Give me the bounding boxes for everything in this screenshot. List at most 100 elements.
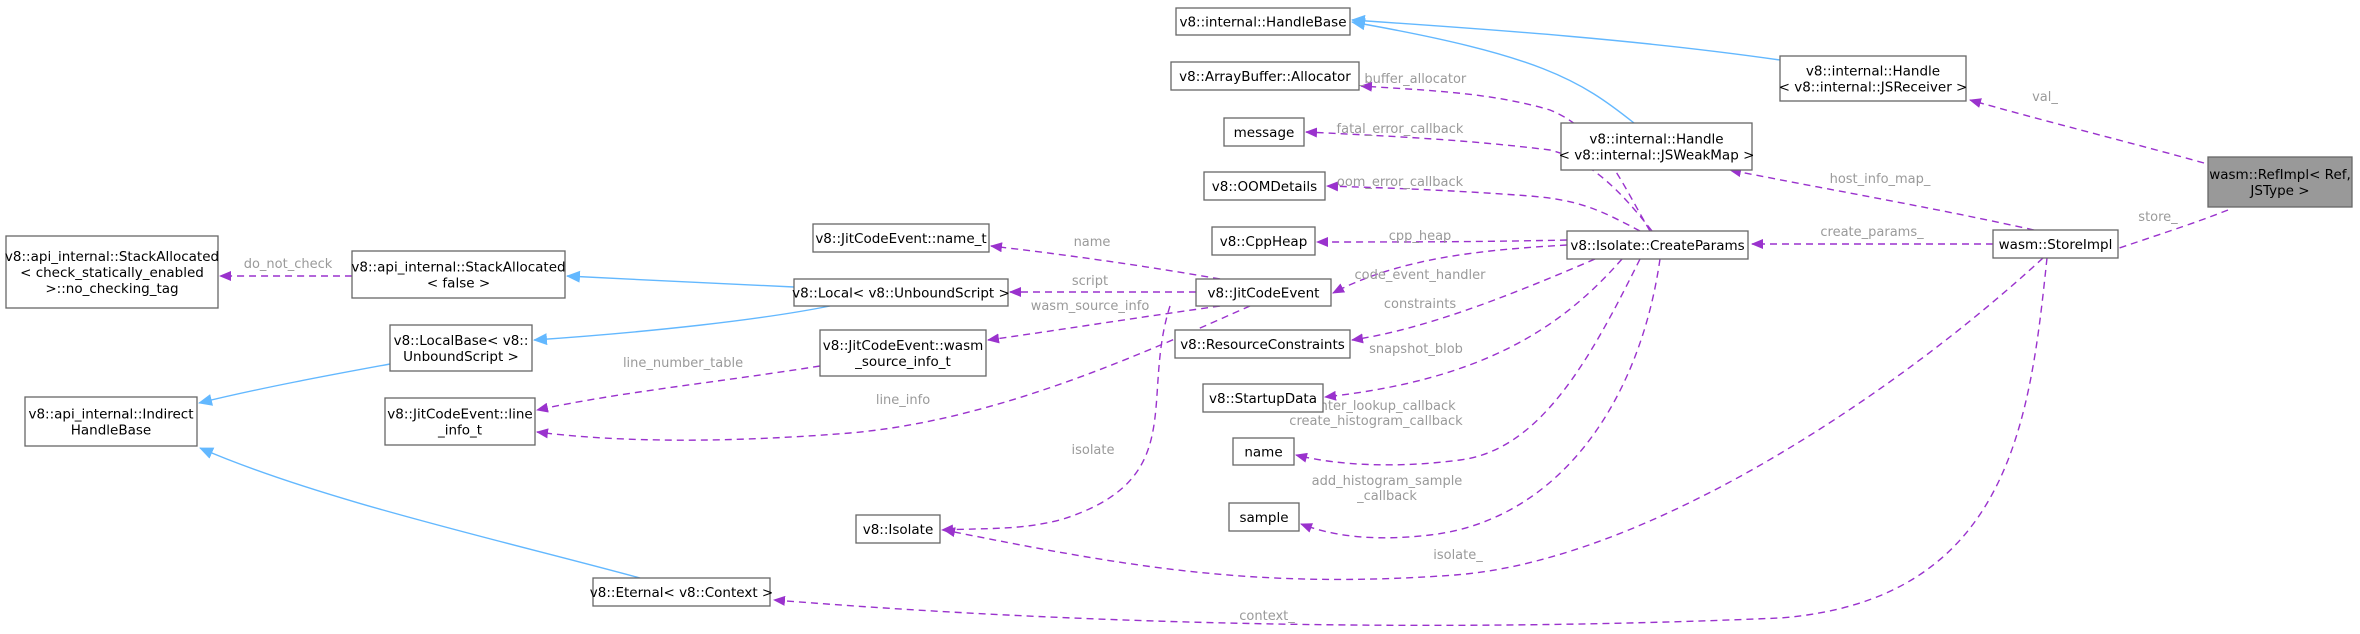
class-box bbox=[1203, 171, 1326, 201]
edge-label-val: val_ bbox=[2032, 90, 2058, 105]
class-node-stackallocated-false[interactable]: v8::api_internal::StackAllocated< false … bbox=[351, 250, 566, 299]
class-name-text: _info_t bbox=[437, 423, 482, 439]
class-node-startupdata[interactable]: v8::StartupData bbox=[1202, 383, 1324, 413]
edge-label-wasm-source-info: wasm_source_info bbox=[1031, 299, 1150, 314]
inheritance-edge-handlebase-to-handle_jsweakmap bbox=[1351, 18, 1635, 124]
usage-edge-arraybuffer_allocator-to-createparams bbox=[1360, 81, 1651, 232]
class-box bbox=[1232, 437, 1295, 466]
class-node-local-unboundscript[interactable]: v8::Local< v8::UnboundScript > bbox=[792, 278, 1010, 307]
edge-label-oom-error-callback: oom_error_callback bbox=[1337, 175, 1464, 190]
class-node-handlebase[interactable]: v8::internal::HandleBase bbox=[1175, 7, 1351, 36]
usage-edge-name-to-createparams bbox=[1295, 258, 1641, 466]
class-box bbox=[24, 396, 198, 447]
class-node-name[interactable]: name bbox=[1232, 437, 1295, 466]
class-name-text: v8::internal::Handle bbox=[1589, 132, 1723, 148]
inheritance-edge-handlebase-to-handle_jsreceiver bbox=[1351, 14, 1781, 61]
class-node-sample[interactable]: sample bbox=[1228, 502, 1300, 532]
edge-label-cpp-heap: cpp_heap bbox=[1389, 229, 1452, 244]
edge-label-constraints: constraints bbox=[1384, 297, 1456, 312]
class-box bbox=[1211, 226, 1316, 256]
class-box bbox=[1175, 7, 1351, 36]
class-box bbox=[1560, 122, 1753, 171]
usage-edge-jitcodeevent-to-createparams bbox=[1332, 244, 1568, 294]
class-name-text: v8::Eternal< v8::Context > bbox=[590, 585, 773, 601]
class-node-storeimpl[interactable]: wasm::StoreImpl bbox=[1992, 229, 2119, 259]
class-node-oomdetails[interactable]: v8::OOMDetails bbox=[1203, 171, 1326, 201]
inheritance-edge-indirecthandlebase-to-localbase bbox=[198, 363, 391, 406]
class-name-text: < check_statically_enabled bbox=[20, 265, 204, 281]
class-box bbox=[793, 278, 1009, 307]
class-node-arraybuffer-allocator[interactable]: v8::ArrayBuffer::Allocator bbox=[1170, 61, 1360, 91]
class-name-text: v8::ArrayBuffer::Allocator bbox=[1179, 69, 1351, 85]
edge-label-store: store_ bbox=[2138, 210, 2178, 225]
class-name-text: wasm::RefImpl< Ref, bbox=[2209, 167, 2351, 183]
class-name-text: v8::Isolate bbox=[863, 522, 934, 538]
class-node-jit-name-t[interactable]: v8::JitCodeEvent::name_t bbox=[812, 223, 990, 253]
inheritance-edge-stackallocated_false-to-local_unboundscript bbox=[566, 270, 795, 288]
class-node-isolate[interactable]: v8::Isolate bbox=[855, 514, 941, 544]
usage-edge-sample-to-createparams bbox=[1300, 258, 1661, 539]
class-name-text: v8::JitCodeEvent::wasm bbox=[823, 338, 984, 354]
class-name-text: v8::StartupData bbox=[1209, 391, 1317, 407]
usage-edge-oomdetails-to-createparams bbox=[1326, 181, 1641, 232]
class-box bbox=[592, 577, 771, 607]
class-name-text: < false > bbox=[427, 276, 490, 292]
class-name-text: v8::CppHeap bbox=[1220, 234, 1308, 250]
class-name-text: v8::JitCodeEvent bbox=[1208, 286, 1320, 302]
class-node-line-info-t[interactable]: v8::JitCodeEvent::line_info_t bbox=[384, 397, 536, 446]
class-node-jitcodeevent[interactable]: v8::JitCodeEvent bbox=[1195, 278, 1332, 307]
class-node-localbase[interactable]: v8::LocalBase< v8::UnboundScript > bbox=[389, 324, 533, 372]
class-box bbox=[1223, 117, 1305, 147]
class-name-text: UnboundScript > bbox=[403, 349, 519, 365]
edge-label-do-not-check: do_not_check bbox=[244, 257, 333, 272]
edge-label-line-number-table: line_number_table bbox=[623, 356, 743, 371]
class-box bbox=[1195, 278, 1332, 307]
class-node-wasm-source-info-t[interactable]: v8::JitCodeEvent::wasm_source_info_t bbox=[819, 329, 987, 377]
class-name-text: >::no_checking_tag bbox=[45, 281, 178, 297]
class-node-refimpl[interactable]: wasm::RefImpl< Ref,JSType > bbox=[2207, 156, 2353, 208]
class-name-text: v8::JitCodeEvent::line bbox=[387, 407, 532, 423]
edge-label-context: context_ bbox=[1239, 609, 1295, 624]
class-box bbox=[2207, 156, 2353, 208]
class-box bbox=[389, 324, 533, 372]
class-name-text: _source_info_t bbox=[854, 354, 951, 370]
class-box bbox=[1228, 502, 1300, 532]
class-name-text: v8::api_internal::Indirect bbox=[28, 407, 193, 423]
inheritance-edge-localbase-to-local_unboundscript bbox=[533, 305, 831, 346]
class-box bbox=[855, 514, 941, 544]
usage-edge-handle_jsweakmap-to-storeimpl bbox=[1729, 167, 2035, 231]
edge-label-fatal-error-callback: fatal_error_callback bbox=[1337, 122, 1464, 137]
class-node-createparams[interactable]: v8::Isolate::CreateParams bbox=[1566, 230, 1749, 260]
class-node-resourceconstraints[interactable]: v8::ResourceConstraints bbox=[1174, 329, 1351, 359]
class-box bbox=[1566, 230, 1749, 260]
edge-label-name: name bbox=[1074, 235, 1111, 250]
usage-edge-wasm_source_info_t-to-jitcodeevent bbox=[987, 305, 1221, 344]
class-node-handle-jsweakmap[interactable]: v8::internal::Handle< v8::internal::JSWe… bbox=[1559, 122, 1755, 171]
class-name-text: message bbox=[1234, 125, 1295, 141]
class-box bbox=[1779, 55, 1967, 102]
usage-edge-line_info_t-to-wasm_source_info_t bbox=[536, 365, 821, 413]
class-node-stackallocated-tag[interactable]: v8::api_internal::StackAllocated< check_… bbox=[5, 235, 219, 309]
class-name-text: sample bbox=[1239, 510, 1288, 526]
edge-label-snapshot-blob: snapshot_blob bbox=[1369, 342, 1463, 357]
edge-label-create-params: create_params_ bbox=[1820, 225, 1924, 240]
class-node-message[interactable]: message bbox=[1223, 117, 1305, 147]
usage-edge-cppheap-to-createparams bbox=[1316, 236, 1568, 247]
edge-label-host-info-map: host_info_map_ bbox=[1830, 172, 1931, 187]
edge-label-isolate-jit: isolate bbox=[1071, 443, 1114, 458]
class-name-text: v8::api_internal::StackAllocated bbox=[5, 249, 219, 265]
class-node-handle-jsreceiver[interactable]: v8::internal::Handle< v8::internal::JSRe… bbox=[1779, 55, 1968, 102]
class-box bbox=[1202, 383, 1324, 413]
class-box bbox=[384, 397, 536, 446]
usage-edge-message-to-createparams bbox=[1305, 127, 1653, 232]
class-name-text: name bbox=[1244, 445, 1282, 461]
class-name-text: v8::JitCodeEvent::name_t bbox=[815, 231, 986, 247]
class-node-cppheap[interactable]: v8::CppHeap bbox=[1211, 226, 1316, 256]
usage-edge-isolate-to-jitcodeevent bbox=[941, 305, 1171, 535]
class-name-text: JSType > bbox=[2249, 183, 2309, 199]
class-name-text: wasm::StoreImpl bbox=[1999, 237, 2113, 253]
class-name-text: < v8::internal::JSWeakMap > bbox=[1559, 148, 1755, 164]
class-node-eternal-context[interactable]: v8::Eternal< v8::Context > bbox=[590, 577, 773, 607]
